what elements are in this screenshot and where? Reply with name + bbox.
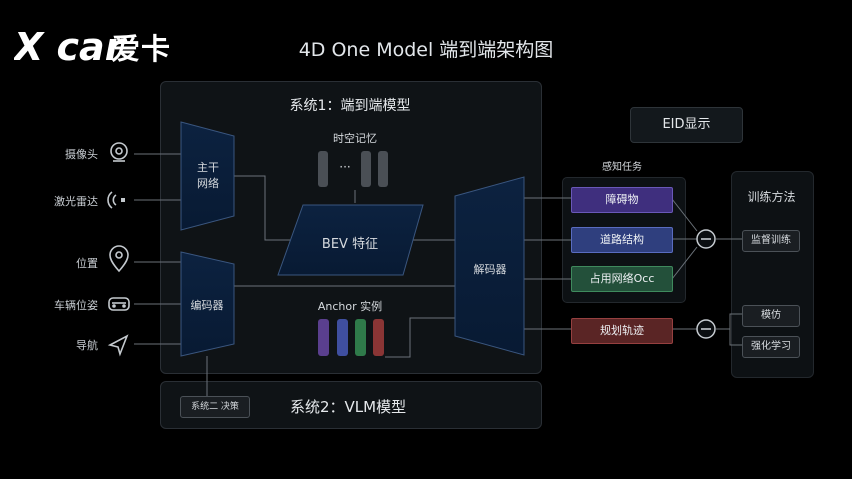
method-imitation: 模仿 bbox=[742, 305, 800, 327]
memory-bar bbox=[361, 151, 371, 187]
input-label-navigation: 导航 bbox=[76, 339, 98, 352]
eid-display-box: EID显示 bbox=[630, 107, 743, 143]
minus-operator-icon bbox=[696, 319, 716, 339]
input-label-position: 位置 bbox=[76, 257, 98, 270]
car-icon bbox=[108, 297, 130, 311]
anchor-bar bbox=[355, 319, 366, 356]
input-label-lidar: 激光雷达 bbox=[54, 195, 98, 208]
memory-bars bbox=[318, 151, 388, 187]
memory-dots: ··· bbox=[339, 160, 351, 174]
anchor-bars bbox=[318, 319, 384, 356]
method-reinforcement-learning: 强化学习 bbox=[742, 336, 800, 358]
navigation-arrow-icon bbox=[107, 334, 129, 357]
connector-lines bbox=[134, 153, 742, 396]
decoder-block bbox=[454, 176, 525, 356]
memory-label: 时空记忆 bbox=[333, 132, 377, 145]
task-obstacle: 障碍物 bbox=[571, 187, 673, 213]
anchor-label: Anchor 实例 bbox=[317, 300, 383, 313]
encoder-label: 编码器 bbox=[190, 299, 224, 312]
task-occupancy-network: 占用网络Occ bbox=[571, 266, 673, 292]
input-label-camera: 摄像头 bbox=[65, 148, 98, 161]
anchor-bar bbox=[373, 319, 384, 356]
perception-title: 感知任务 bbox=[602, 162, 642, 173]
system2-title: 系统2：VLM模型 bbox=[290, 398, 407, 416]
memory-bar bbox=[378, 151, 388, 187]
backbone-network-block bbox=[180, 121, 235, 231]
lidar-icon bbox=[107, 191, 125, 209]
backbone-label: 主干 网络 bbox=[197, 161, 219, 190]
location-pin-icon bbox=[109, 245, 129, 273]
anchor-bar bbox=[337, 319, 348, 356]
xcar-logo-text: X car bbox=[14, 25, 126, 69]
page-title: 4D One Model 端到端架构图 bbox=[298, 39, 554, 61]
bev-label: BEV 特征 bbox=[321, 237, 379, 252]
system1-title: 系统1：端到端模型 bbox=[289, 98, 411, 114]
anchor-bar bbox=[318, 319, 329, 356]
xcar-logo: X car bbox=[14, 25, 126, 69]
decoder-label: 解码器 bbox=[473, 263, 507, 276]
minus-operator-icon bbox=[696, 229, 716, 249]
xcar-logo-cn: 爱卡 bbox=[111, 32, 172, 66]
system2-decision-box: 系统二 决策 bbox=[180, 396, 250, 418]
encoder-block bbox=[180, 251, 235, 357]
task-planning-trajectory: 规划轨迹 bbox=[571, 318, 673, 344]
input-label-vehicle-pose: 车辆位姿 bbox=[54, 299, 98, 312]
training-title: 训练方法 bbox=[747, 190, 796, 204]
camera-icon bbox=[110, 142, 128, 162]
task-road-structure: 道路结构 bbox=[571, 227, 673, 253]
method-supervised-training: 监督训练 bbox=[742, 230, 800, 252]
memory-bar bbox=[318, 151, 328, 187]
bev-feature-block bbox=[277, 204, 424, 276]
